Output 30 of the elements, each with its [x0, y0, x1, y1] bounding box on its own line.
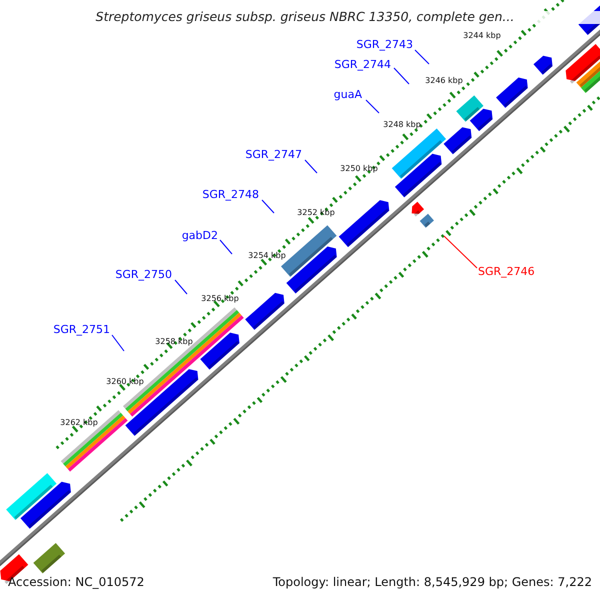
gene-label: gabD2 — [182, 230, 218, 241]
genome-stats-text: Topology: linear; Length: 8,545,929 bp; Genes: 7,222 — [272, 576, 592, 588]
gene-label: SGR_2743 — [356, 39, 413, 50]
gene-label: SGR_2747 — [245, 149, 302, 160]
gene-label: SGR_2746 — [478, 266, 535, 277]
scale-label: 3258 kbp — [155, 338, 193, 346]
scale-label: 3252 kbp — [297, 209, 335, 217]
leader-line — [112, 334, 124, 352]
scale-label: 3250 kbp — [340, 165, 378, 173]
gene-label: SGR_2748 — [202, 189, 259, 200]
leader-line — [414, 50, 430, 64]
gene-label: SGR_2744 — [334, 59, 391, 70]
leader-line — [262, 200, 274, 214]
leader-line — [394, 68, 410, 84]
gene-label: SGR_2751 — [53, 324, 110, 335]
gene-label: SGR_2750 — [115, 269, 172, 280]
scale-label: 3262 kbp — [60, 419, 98, 427]
scale-label: 3254 kbp — [248, 252, 286, 260]
leader-line — [220, 240, 232, 254]
scale-label: 3248 kbp — [383, 121, 421, 129]
accession-text: Accession: NC_010572 — [8, 576, 144, 588]
scale-label: 3260 kbp — [106, 378, 144, 386]
leader-line — [366, 100, 380, 114]
gene-label: guaA — [334, 89, 362, 100]
leader-line — [444, 236, 478, 268]
scale-label: 3244 kbp — [463, 32, 501, 40]
scale-label: 3256 kbp — [201, 295, 239, 303]
leader-line — [174, 280, 188, 294]
scale-label: 3246 kbp — [425, 77, 463, 85]
leader-line — [304, 160, 318, 174]
